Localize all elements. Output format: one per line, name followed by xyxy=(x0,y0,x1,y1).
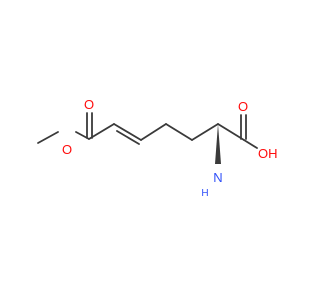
bond-c3-c4 xyxy=(140,123,167,141)
atom-amine-n: N xyxy=(213,170,222,185)
bond-c4-c5 xyxy=(165,123,193,141)
bond-c5-c6 xyxy=(191,123,219,141)
bonds xyxy=(37,112,258,149)
bond-c7-oh xyxy=(243,139,258,149)
atom-acid-carbonyl-o: O xyxy=(238,99,248,114)
bond-methyl-o xyxy=(37,131,59,144)
wedge-bond-c6-n xyxy=(215,124,221,164)
bond-c6-c7 xyxy=(217,123,245,141)
bond-c2-c3 xyxy=(113,123,142,141)
atom-ester-single-o: O xyxy=(62,142,72,157)
bond-c1-c2 xyxy=(88,123,115,140)
molecule-drawing: O O O OH N H xyxy=(37,97,278,199)
atom-acid-oh: OH xyxy=(258,146,278,161)
bond-c2-c3-inner xyxy=(116,130,140,145)
atom-amine-h: H xyxy=(201,188,208,199)
structure-canvas: O O O OH N H xyxy=(37,97,278,199)
atom-ester-carbonyl-o: O xyxy=(84,97,94,112)
